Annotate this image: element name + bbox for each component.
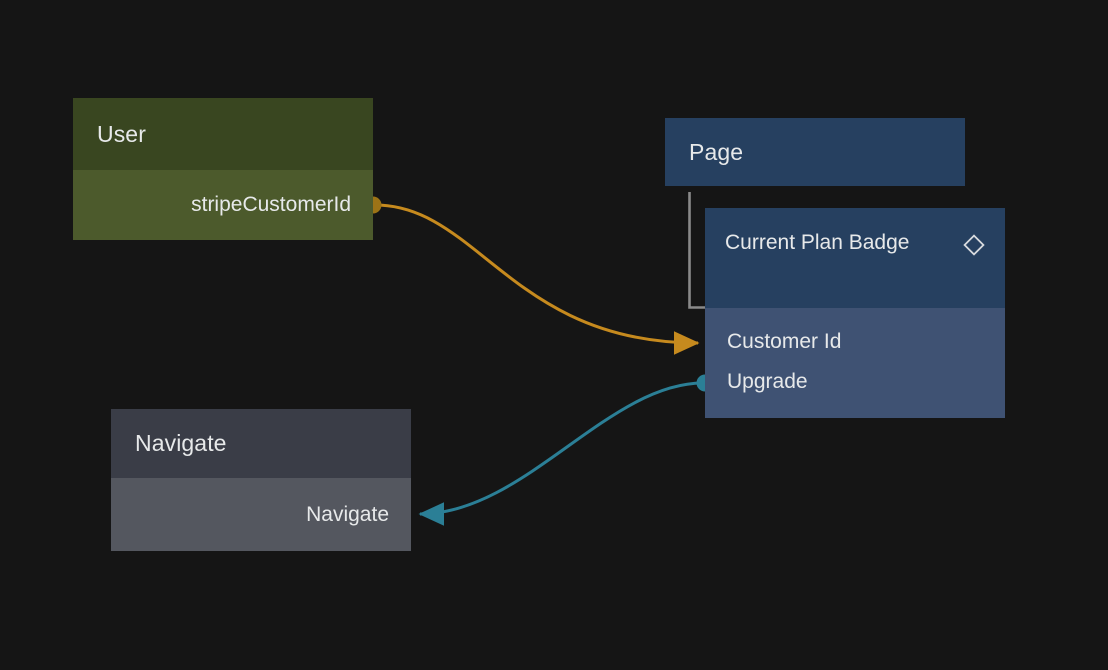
node-navigate-header[interactable]: Navigate [111,409,411,478]
field-customer-id-label: Customer Id [727,330,842,353]
node-user-title: User [97,120,146,147]
field-navigate[interactable]: Navigate [111,478,411,551]
node-page-title: Page [689,138,744,165]
field-stripe-customer-id-label: stripeCustomerId [191,193,351,216]
field-upgrade[interactable]: Upgrade [705,363,1005,401]
node-page[interactable]: Page Current Plan Badge Customer Id Upgr… [665,118,1005,418]
diamond-icon [963,234,985,256]
node-user[interactable]: User stripeCustomerId [73,98,373,240]
node-page-header[interactable]: Page [665,118,965,186]
edge-user-to-page[interactable] [374,203,700,355]
node-navigate[interactable]: Navigate Navigate [111,409,411,551]
node-user-body [73,170,373,240]
page-bracket-connector [688,192,706,309]
current-plan-badge-section[interactable]: Current Plan Badge [705,208,1005,308]
field-navigate-label: Navigate [306,502,389,526]
field-upgrade-label: Upgrade [727,370,808,393]
current-plan-badge-label: Current Plan Badge [725,231,910,254]
page-inner-group: Current Plan Badge [705,208,1005,418]
field-customer-id[interactable]: Customer Id [705,323,1005,361]
node-user-header[interactable]: User [73,98,373,170]
node-navigate-body [111,478,411,551]
edge-page-to-navigate[interactable] [418,381,704,526]
page-fields-section [705,308,1005,418]
node-navigate-title: Navigate [135,430,227,456]
field-stripe-customer-id[interactable]: stripeCustomerId [73,170,373,240]
